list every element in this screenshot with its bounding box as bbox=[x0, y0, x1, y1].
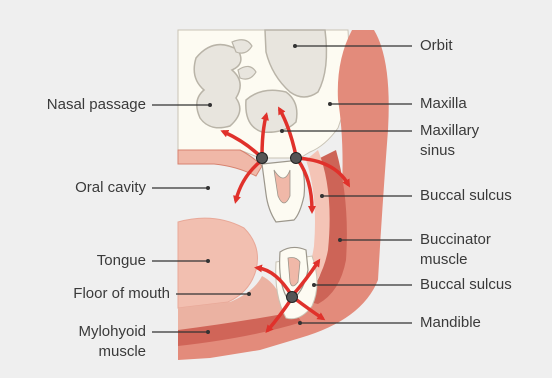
label-mylohyoid-line1: Mylohyoid bbox=[78, 323, 146, 341]
spread-origin-node-upper-right bbox=[291, 153, 302, 164]
label-buccinator-line1: Buccinator bbox=[420, 231, 491, 249]
label-tongue: Tongue bbox=[97, 252, 146, 270]
label-buccinator-line2: muscle bbox=[420, 251, 468, 269]
label-mandible: Mandible bbox=[420, 314, 481, 332]
label-oral-cavity: Oral cavity bbox=[75, 179, 146, 197]
spread-origin-node-lower bbox=[287, 292, 298, 303]
label-maxillary-sinus-line1: Maxillary bbox=[420, 122, 479, 140]
maxillary-sinus-shape bbox=[246, 90, 297, 132]
nasal-cavity-shape bbox=[194, 45, 241, 128]
label-buccal-sulcus-lower: Buccal sulcus bbox=[420, 276, 512, 294]
label-floor-of-mouth: Floor of mouth bbox=[73, 285, 170, 303]
label-nasal-passage: Nasal passage bbox=[47, 96, 146, 114]
label-orbit: Orbit bbox=[420, 37, 453, 55]
lower-tooth-pulp bbox=[288, 258, 300, 287]
spread-origin-node-upper-left bbox=[257, 153, 268, 164]
label-buccal-sulcus-upper: Buccal sulcus bbox=[420, 187, 512, 205]
label-mylohyoid-line2: muscle bbox=[98, 343, 146, 361]
label-maxilla: Maxilla bbox=[420, 95, 467, 113]
label-maxillary-sinus-line2: sinus bbox=[420, 142, 455, 160]
